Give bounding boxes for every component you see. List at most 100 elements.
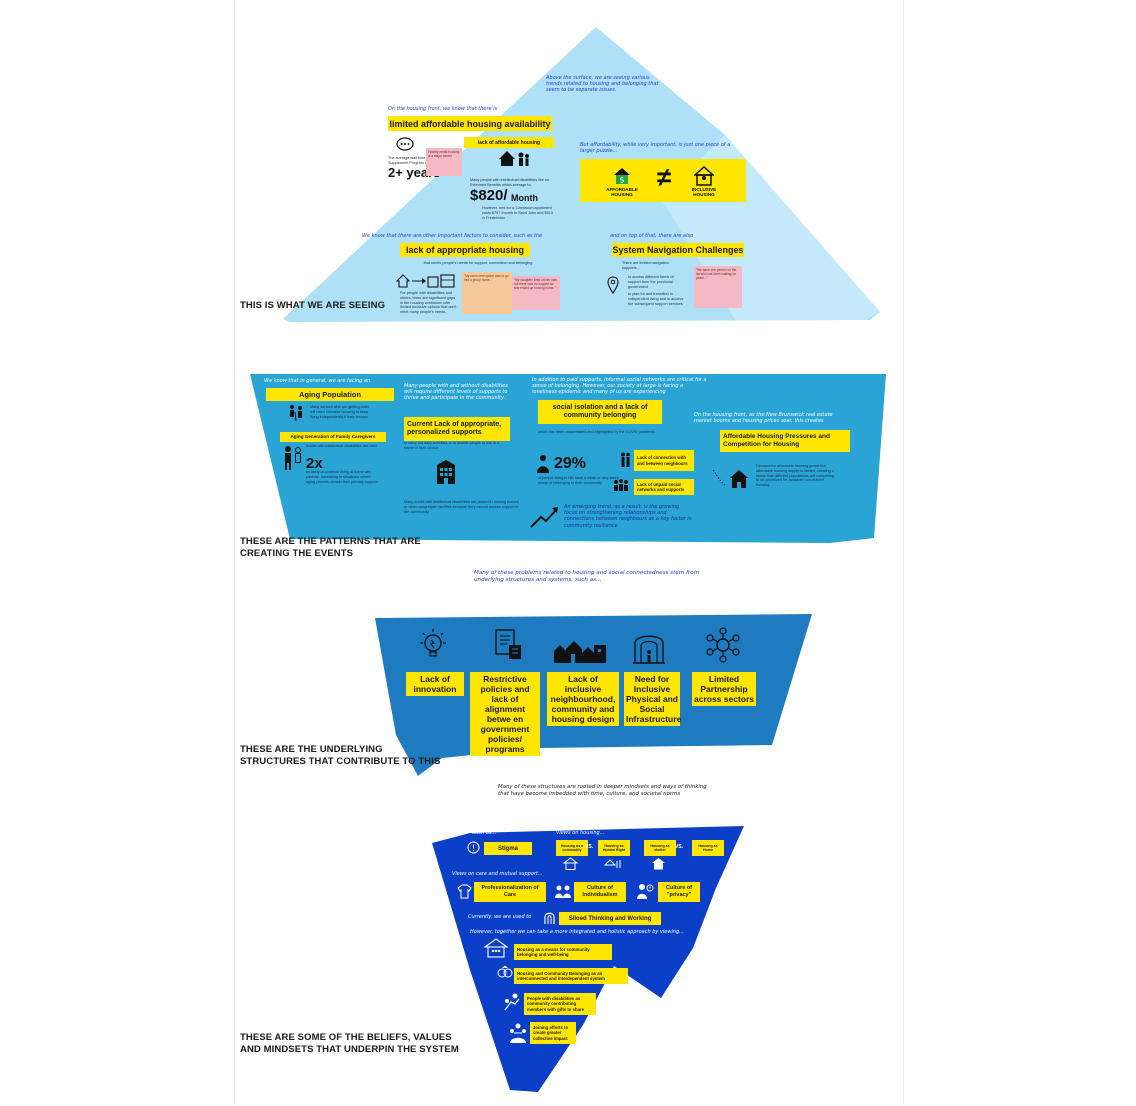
joining-efforts-icon: [508, 1022, 528, 1044]
policy-document-icon: [490, 626, 526, 664]
family-caregivers-icon: [282, 445, 304, 471]
affordability-note: But affordability, while very important,…: [580, 142, 731, 155]
pink-nav-quote: "We have one person on the list who has …: [694, 266, 742, 308]
structures-label: THESE ARE THE UNDERLYING STRUCTURES THAT…: [240, 744, 440, 768]
human-right-icon: [602, 856, 624, 870]
other-factors-note: We know that there are other important f…: [362, 233, 543, 239]
pink-quote: "My daughter lived on her own but there …: [512, 276, 560, 310]
structures-label-line1: THESE ARE THE UNDERLYING: [240, 744, 383, 755]
interconnected-icon: [496, 964, 514, 982]
commodity-tag: Housing as a commodity: [556, 840, 588, 856]
professionalization-tag: Professionalization of Care: [474, 882, 546, 902]
view-3-tag: People with disabilities as community co…: [524, 993, 596, 1015]
income-value: $820/: [470, 187, 508, 204]
nav-item-2: to plan for and transition to independen…: [628, 292, 684, 306]
limited-housing-heading: limited affordable housing availability: [388, 116, 552, 131]
likely-text: as likely to continue living at home wit…: [306, 470, 378, 484]
siloed-tag: Siloed Thinking and Working: [559, 912, 661, 925]
structures-note: Many of these problems related to housin…: [474, 570, 700, 583]
rent-wait-note: The average wait time for the Rent Suppl…: [388, 156, 447, 165]
housing-front-note: On the housing front, we know that there…: [388, 106, 498, 112]
commodity-house-icon: [562, 856, 578, 870]
not-equal-sign: ≠: [656, 162, 672, 192]
structure-box-partnership: Limited Partnership across sectors: [692, 672, 756, 706]
beliefs-note: Many of these structures are rooted in d…: [498, 784, 707, 797]
affordable-vs-inclusive-panel: $ AFFORDABLE HOUSING ≠ INCLUSIVE HOUSING: [580, 159, 746, 202]
inclusive-label: INCLUSIVE HOUSING: [691, 187, 717, 198]
such-as-note: Such as...: [472, 830, 497, 836]
views-housing-note: Views on housing...: [556, 830, 605, 836]
aging-caregivers-tag: Aging Generation of Family Caregivers: [280, 432, 386, 442]
lightbulb-icon: [416, 626, 450, 664]
silo-arch-icon: [542, 910, 556, 924]
lonely-person-icon: [534, 454, 552, 474]
building-arch-icon: [630, 628, 668, 666]
growth-arrow-icon: [528, 504, 560, 530]
nav-sub: There are limited navigation supports...: [622, 261, 669, 270]
system-navigation-heading: System Navigation Challenges: [612, 243, 744, 257]
location-pin-icon: [606, 275, 620, 295]
covid-text: which has been exacerbated and highlight…: [538, 430, 657, 434]
income-unit: Month: [511, 193, 538, 203]
money-house-icon: $: [613, 167, 631, 185]
stigma-tag: Stigma: [484, 842, 532, 855]
percent-stat: 29%: [554, 455, 587, 472]
view-1-tag: Housing as a means for community belongi…: [514, 944, 612, 960]
social-isolation-heading: social isolation and a lack of community…: [538, 400, 662, 424]
lack-unpaid-tag: Lack of unpaid social networks and suppo…: [634, 479, 694, 495]
vs-label-2: VS.: [675, 844, 684, 850]
tip-intro-note: Above the surface, we are seeing various…: [546, 75, 659, 94]
pressures-heading: Affordable Housing Pressures and Competi…: [720, 430, 850, 452]
daily-text: to carry out daily activities or to enab…: [404, 441, 500, 450]
on-top-note: and on top of that, there are also: [610, 233, 694, 239]
iceberg-patterns: [250, 374, 886, 543]
aging-population-heading: Aging Population: [266, 388, 394, 401]
however-note: However, together we can take a more int…: [470, 929, 684, 935]
patterns-label-line2: CREATING THE EVENTS: [240, 548, 354, 559]
waiting-icon: [394, 136, 416, 152]
income-note: Many people with intellectual disabiliti…: [470, 178, 550, 187]
neighbours-icon: [620, 452, 630, 468]
seniors-text: Many seniors who are getting older will …: [310, 405, 370, 419]
view-4-tag: Joining efforts to create greater collec…: [530, 1022, 576, 1044]
neighbourhood-icon: [552, 634, 608, 666]
patterns-label: THESE ARE THE PATTERNS THAT ARE CREATING…: [240, 536, 421, 560]
svg-text:$: $: [619, 176, 624, 185]
vs-label-1: VS.: [585, 844, 594, 850]
two-x-stat: 2x: [306, 455, 323, 472]
care-shirt-icon: [456, 883, 472, 899]
currently-note: Currently, we are used to: [468, 914, 532, 920]
house-family-icon: [496, 147, 532, 167]
views-care-note: Views on care and mutual support...: [452, 871, 543, 877]
lack-connection-tag: Lack of connection with and between neig…: [634, 450, 694, 471]
nursing-building-icon: [432, 458, 460, 486]
structures-label-line2: STRUCTURES THAT CONTRIBUTE TO THIS: [240, 756, 441, 767]
human-right-tag: Housing as Human Right: [598, 840, 630, 856]
aging-note: We know that in general, we are facing a…: [264, 378, 371, 384]
nursing-text: Many adults with intellectual disabiliti…: [404, 500, 519, 514]
rent-compare-note: However, rent for a 1-bedroom apartment …: [482, 206, 553, 220]
stigma-icon: [466, 840, 480, 854]
nav-item-1: to access different forms of support fro…: [628, 275, 674, 289]
demand-text: Demand for affordable housing grows but …: [756, 464, 834, 488]
shelter-tag: Housing as shelter: [644, 840, 676, 856]
individualism-icon: [554, 883, 572, 899]
beliefs-label-line1: THESE ARE SOME OF THE BELIEFS, VALUES: [240, 1032, 452, 1043]
individualism-tag: Culture of Individualism: [574, 882, 626, 902]
gaps-text: For people with disabilities and others,…: [400, 291, 457, 315]
lack-appropriate-heading: lack of appropriate housing: [400, 243, 530, 257]
peach-quote: "My son's best option was to go into a g…: [462, 272, 512, 314]
emerging-note: An emerging trend, as a result, is the g…: [564, 504, 692, 529]
beliefs-label: THESE ARE SOME OF THE BELIEFS, VALUES AN…: [240, 1032, 459, 1056]
affordable-label: AFFORDABLE HOUSING: [606, 187, 638, 198]
privacy-person-icon: [636, 882, 654, 900]
rent-pink-note: Finding rental housing is a major barrie…: [426, 148, 462, 176]
structure-box-innovation: Lack of innovation: [406, 672, 464, 696]
structure-box-infrastructure: Need for Inclusive Physical and Social I…: [624, 672, 682, 726]
supports-note: Many people with and without disabilitie…: [404, 383, 508, 402]
seniors-icon: [286, 404, 306, 422]
shelter-house-icon: [650, 856, 666, 870]
gifts-people-icon: [502, 992, 522, 1012]
inclusive-house-icon: [694, 166, 714, 186]
lack-affordable-tag: lack of affordable housing: [464, 137, 554, 148]
